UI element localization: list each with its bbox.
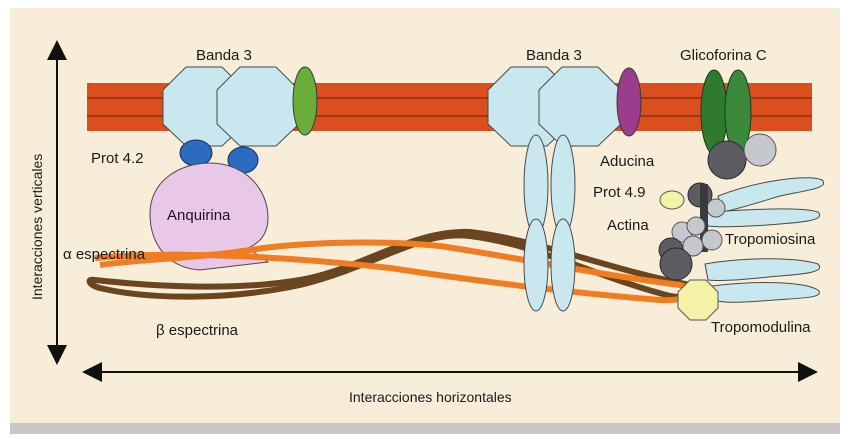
alpha-espectrina-label: α espectrina xyxy=(63,246,146,263)
actin-dark-subunit-4 xyxy=(660,248,692,280)
horizontal-axis-label: Interacciones horizontales xyxy=(349,389,512,405)
tropomiosina-label: Tropomiosina xyxy=(725,231,816,248)
actina-label: Actina xyxy=(607,217,649,234)
green-membrane-protein xyxy=(293,67,317,135)
banda3-right-label: Banda 3 xyxy=(526,47,582,64)
actin-light-subunit-2 xyxy=(707,199,725,217)
prot49-label: Prot 4.9 xyxy=(593,184,646,201)
tropomodulina-shape xyxy=(678,280,718,320)
prot49-shape xyxy=(660,191,684,209)
prot42-label: Prot 4.2 xyxy=(91,150,144,167)
banda3-right-octagon-2 xyxy=(539,67,621,146)
banda3-left-label: Banda 3 xyxy=(196,47,252,64)
anquirina-label: Anquirina xyxy=(167,207,231,224)
glicoforina-c-label: Glicoforina C xyxy=(680,47,767,64)
aducina-protein xyxy=(617,68,641,136)
bottom-grey-strip xyxy=(10,423,840,434)
actin-light-subunit-1 xyxy=(744,134,776,166)
tropomodulina-label: Tropomodulina xyxy=(711,319,811,336)
prot42-blob-1 xyxy=(180,140,212,166)
banda3-stem-lower-left xyxy=(524,219,548,311)
banda3-left-octagon-2 xyxy=(217,67,299,146)
banda3-stem-lower-right xyxy=(551,219,575,311)
aducina-label: Aducina xyxy=(600,153,655,170)
actin-light-subunit-6 xyxy=(702,230,722,250)
vertical-axis-label: Interacciones verticales xyxy=(29,154,45,300)
beta-espectrina-label: β espectrina xyxy=(156,322,239,339)
actin-dark-subunit-1 xyxy=(708,141,746,179)
actin-light-subunit-4 xyxy=(687,217,705,235)
